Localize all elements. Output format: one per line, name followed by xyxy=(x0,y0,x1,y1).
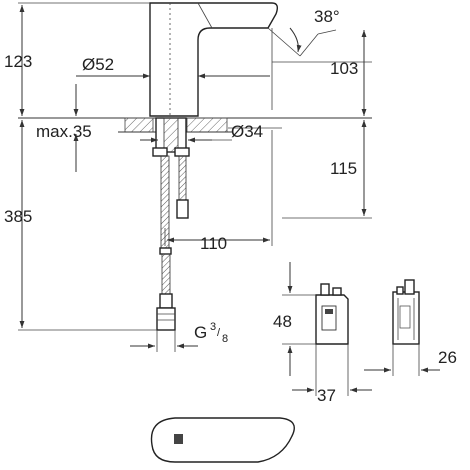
dimension-total-length: 385 xyxy=(4,120,32,328)
mounting-shank xyxy=(152,117,190,157)
hole-diameter-label: Ø34 xyxy=(231,122,263,141)
dimension-outlet-height: 103 xyxy=(330,30,367,116)
dimension-box-height: 48 xyxy=(273,262,316,376)
total-length-label: 385 xyxy=(4,207,32,226)
thread-sup-label: 3 xyxy=(210,321,216,333)
dimension-hole-diameter: Ø34 xyxy=(140,122,263,143)
box-width-label: 37 xyxy=(317,386,336,405)
extension-lines xyxy=(18,2,372,331)
dimension-max-thickness: max.35 xyxy=(36,84,92,172)
dimension-reach: 110 xyxy=(167,234,270,253)
dimension-box-depth: 26 xyxy=(364,344,457,376)
dimension-thread: G 3 / 8 xyxy=(130,321,228,352)
countertop xyxy=(18,117,372,133)
dimension-spout-angle: 38° xyxy=(267,7,340,57)
dimension-box-width: 37 xyxy=(292,344,372,405)
below-deck-label: 115 xyxy=(330,159,357,178)
dimension-body-diameter: Ø52 xyxy=(76,55,270,79)
control-box-front xyxy=(315,283,349,345)
outlet-height-label: 103 xyxy=(330,59,358,78)
max-thickness-label: max.35 xyxy=(36,122,92,141)
reach-label: 110 xyxy=(200,234,227,253)
faucet-top-view xyxy=(150,417,295,463)
thread-sub-label: 8 xyxy=(222,333,228,345)
control-box-side xyxy=(392,279,420,345)
body-diameter-label: Ø52 xyxy=(82,55,114,74)
box-height-label: 48 xyxy=(273,312,292,331)
dimension-spout-height: 123 xyxy=(4,4,32,116)
box-depth-label: 26 xyxy=(438,348,457,367)
thread-slash: / xyxy=(217,327,221,339)
thread-main-label: G xyxy=(194,323,207,342)
faucet-body xyxy=(149,2,279,117)
spout-height-label: 123 xyxy=(4,52,32,71)
dimension-below-deck: 115 xyxy=(330,120,367,216)
spout-angle-label: 38° xyxy=(314,7,340,26)
supply-hoses xyxy=(156,155,189,331)
